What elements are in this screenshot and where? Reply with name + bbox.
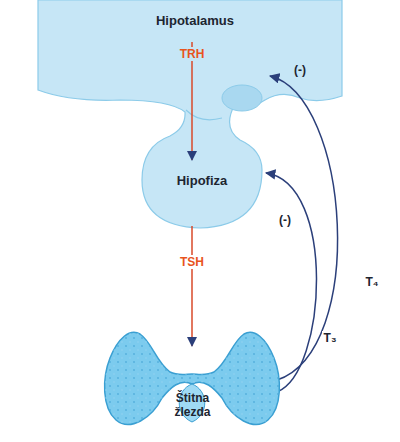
inhibition-sign: (-) [277,213,293,227]
pituitary-node: Hipofiza [142,150,262,212]
hormone-label: TSH [178,255,206,269]
hormone-label: T₃ [322,331,339,345]
thyroid-node: Štitna žlezda [100,328,285,436]
nucleus [222,85,262,111]
node-label: Štitna žlezda [162,392,224,420]
hormone-label: TRH [178,47,207,61]
inhibition-sign: (-) [292,63,308,77]
hormone-arrow [191,226,193,346]
node-label: Hipotalamus [156,14,234,29]
hypothalamus-node: Hipotalamus [110,2,280,40]
node-label: Hipofiza [177,174,228,189]
thyroid-lobes [105,332,280,424]
thyroid-shape [100,328,285,436]
hormone-label: T₄ [363,275,380,289]
feedback-arrow [270,76,338,380]
thyroid-texture [105,332,280,424]
